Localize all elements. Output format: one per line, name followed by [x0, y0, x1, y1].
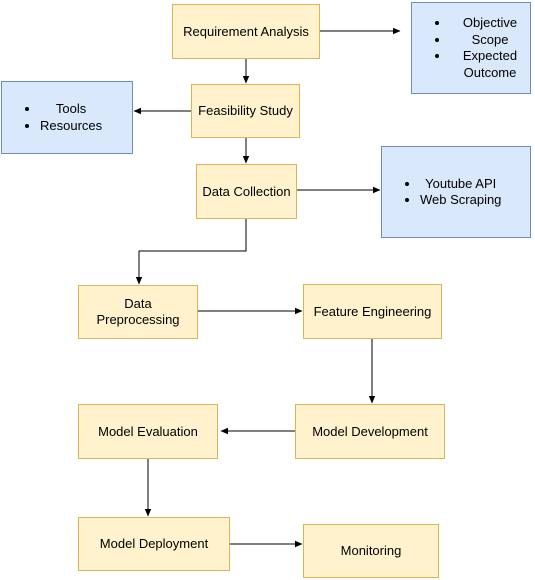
feasibility-study-label: Feasibility Study [198, 103, 293, 118]
data-preprocessing-label: Data Preprocessing [96, 296, 180, 327]
data-collection-details-list: Youtube API Web Scraping [382, 176, 501, 209]
model-evaluation-label: Model Evaluation [98, 423, 198, 439]
requirement-details-note: Objective Scope Expected Outcome [411, 2, 531, 94]
model-development-label: Model Development [312, 423, 428, 439]
data-preprocessing-box: Data Preprocessing [78, 285, 198, 339]
note-item-youtube-api: Youtube API [420, 176, 501, 193]
note-item-tools: Tools [40, 101, 102, 118]
feasibility-details-list: Tools Resources [2, 101, 102, 134]
data-collection-box: Data Collection [196, 164, 297, 219]
model-deployment-box: Model Deployment [78, 517, 230, 571]
model-development-box: Model Development [295, 404, 445, 459]
monitoring-box: Monitoring [303, 524, 439, 578]
model-evaluation-box: Model Evaluation [78, 404, 218, 459]
data-collection-details-note: Youtube API Web Scraping [381, 146, 531, 238]
note-item-scope: Scope [450, 32, 530, 49]
feasibility-details-note: Tools Resources [1, 81, 133, 154]
requirement-analysis-label: Requirement Analysis [183, 23, 309, 39]
data-collection-label: Data Collection [202, 183, 291, 199]
feasibility-study-box: Feasibility Study [191, 84, 300, 138]
feature-engineering-label: Feature Engineering [313, 303, 432, 319]
note-item-web-scraping: Web Scraping [420, 192, 501, 209]
edge-collection-to-preprocessing [135, 219, 247, 285]
monitoring-label: Monitoring [340, 543, 402, 558]
note-item-expected-outcome: Expected Outcome [450, 48, 530, 81]
model-deployment-label: Model Deployment [99, 536, 209, 551]
note-item-objective: Objective [450, 15, 530, 32]
feature-engineering-box: Feature Engineering [303, 284, 442, 339]
note-item-resources: Resources [40, 118, 102, 135]
requirement-analysis-box: Requirement Analysis [172, 4, 320, 59]
requirement-details-list: Objective Scope Expected Outcome [412, 15, 530, 81]
